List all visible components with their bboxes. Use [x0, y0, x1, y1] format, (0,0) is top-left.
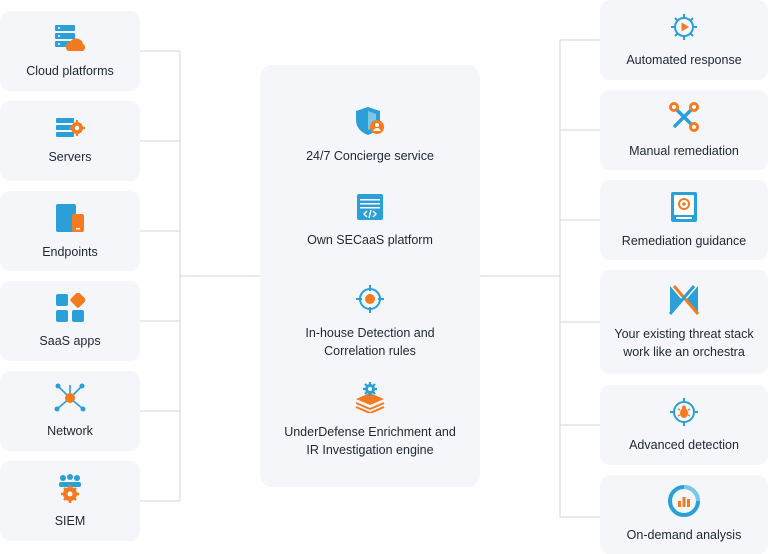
- core-item-secaas: Own SECaaS platform: [260, 193, 480, 249]
- core-panel: 24/7 Concierge service Own SECaaS platfo…: [260, 65, 480, 487]
- code-window-icon: [357, 194, 383, 220]
- source-cloud-platforms: Cloud platforms: [0, 11, 140, 91]
- shield-user-icon: [356, 107, 384, 135]
- outcome-label-line1: Your existing threat stack: [614, 326, 754, 341]
- outcome-automated-response: Automated response: [600, 0, 768, 80]
- core-label-line2: Correlation rules: [324, 344, 416, 358]
- network-nodes-icon: [54, 383, 86, 411]
- source-label: Endpoints: [42, 244, 98, 259]
- core-item-enrichment-engine: UnderDefense Enrichment and IR Investiga…: [260, 381, 480, 459]
- core-label-line2: IR Investigation engine: [306, 443, 434, 457]
- source-label: SIEM: [54, 513, 86, 528]
- devices-icon: [56, 203, 84, 232]
- outcome-label: Advanced detection: [629, 437, 739, 452]
- orchestra-logo-icon: [668, 284, 700, 315]
- outcome-label: Remediation guidance: [621, 233, 747, 248]
- source-saas-apps: SaaS apps: [0, 281, 140, 361]
- outcome-manual-remediation: Manual remediation: [600, 90, 768, 170]
- apps-grid-icon: [56, 292, 85, 322]
- core-item-detection-rules: In-house Detection and Correlation rules: [260, 284, 480, 360]
- bug-target-icon: [670, 397, 698, 426]
- outcome-label: On-demand analysis: [626, 528, 742, 542]
- server-gear-icon: [56, 117, 85, 137]
- outcome-label: Manual remediation: [629, 143, 739, 158]
- core-item-concierge: 24/7 Concierge service: [260, 105, 480, 165]
- source-label: Network: [47, 423, 93, 438]
- outcome-remediation-guidance: Remediation guidance: [600, 180, 768, 260]
- source-label: Servers: [48, 149, 92, 164]
- source-siem: SIEM: [0, 461, 140, 541]
- guide-book-icon: [671, 191, 697, 222]
- team-gear-icon: [59, 473, 81, 503]
- core-label: Own SECaaS platform: [307, 233, 433, 247]
- outcome-on-demand-analysis: On-demand analysis: [600, 475, 768, 554]
- outcome-advanced-detection: Advanced detection: [600, 385, 768, 465]
- source-network: Network: [0, 371, 140, 451]
- layers-gear-icon: [355, 382, 385, 413]
- outcome-label-line2: work like an orchestra: [623, 344, 745, 359]
- cloud-server-icon: [55, 24, 86, 51]
- outcome-threat-stack-orchestra: Your existing threat stack work like an …: [600, 270, 768, 374]
- target-icon: [356, 285, 384, 313]
- outcome-label: Automated response: [626, 52, 742, 67]
- source-endpoints: Endpoints: [0, 191, 140, 271]
- core-label-line1: In-house Detection and: [305, 326, 435, 340]
- gear-play-icon: [671, 13, 697, 40]
- source-label: SaaS apps: [39, 333, 101, 348]
- tools-icon: [669, 101, 699, 132]
- chart-circle-icon: [668, 485, 700, 517]
- source-label: Cloud platforms: [26, 63, 114, 78]
- source-servers: Servers: [0, 101, 140, 181]
- core-label-line1: UnderDefense Enrichment and: [284, 425, 456, 439]
- core-label: 24/7 Concierge service: [306, 149, 434, 163]
